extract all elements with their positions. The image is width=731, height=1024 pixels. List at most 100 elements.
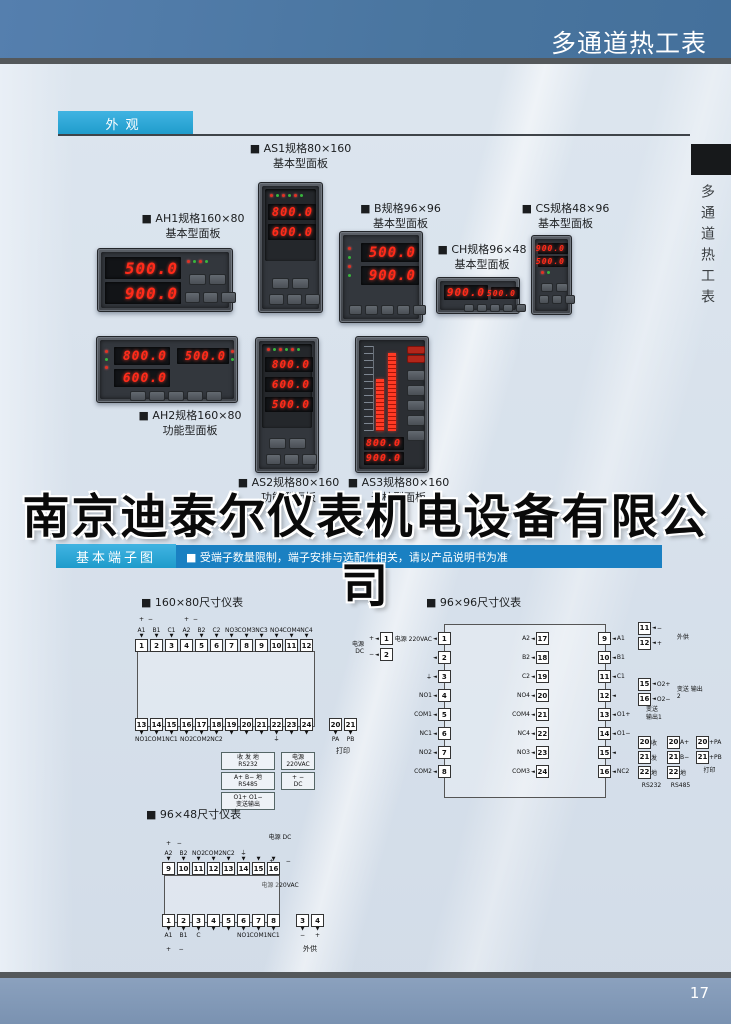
power-dc-group: 电源 DC + ◄ 1 − ◄ 2: [352, 632, 393, 664]
terminal-number: 24: [300, 718, 313, 731]
wire-arrow-icon: ▼: [271, 926, 276, 932]
led-dot: [231, 358, 234, 361]
transmit-annotation: O1+ O1− 变送输出: [221, 792, 275, 810]
wire-arrow-icon: ◄: [433, 673, 437, 680]
power-caption-dc: 电源 DC: [268, 834, 292, 841]
terminal-col-mid: A2 ◄ 17 B2 ◄ 18 C2 ◄ 19 NO4: [504, 632, 549, 784]
terminal: A2 ◄ 17: [504, 632, 549, 645]
terminal: 14 ▼ COM1: [148, 718, 165, 743]
wire-arrow-icon: ◄: [433, 654, 437, 661]
out2-group: 15 ◄ O2+ 16 ◄ O2− 变送 输出2: [638, 677, 703, 708]
led-dot: [187, 260, 190, 263]
terminal: 11 ◄ C1: [598, 670, 643, 683]
terminal: 电源 220VAC ◄ 1: [386, 632, 451, 645]
label-ah1: ■ AH1规格160×80 基本型面板: [103, 211, 283, 241]
wire-arrow-icon: ◄: [652, 625, 656, 631]
terminal-label: NC1: [165, 736, 178, 743]
button-row: [349, 305, 429, 315]
terminal-number: 11: [598, 670, 611, 683]
terminal-number: 21: [535, 708, 549, 721]
panel-button: [516, 304, 526, 312]
terminal-label: A1: [616, 635, 625, 642]
wire-arrow-icon: ◄: [531, 730, 535, 737]
terminal-label: C2: [212, 627, 221, 634]
terminal-number: 12: [300, 639, 313, 652]
terminal-label: NO4: [269, 627, 284, 634]
terminal: A2 ▼ 4: [180, 627, 193, 652]
diagram-160x80-title: ■ 160×80尺寸仪表: [141, 596, 244, 609]
terminal: COM1 ◄ 5: [386, 708, 451, 721]
terminal-number: 4: [311, 914, 324, 927]
lcd-as2-pv1: 800.0: [265, 357, 313, 372]
panel-button: [130, 391, 146, 401]
terminal: 2 ▼ B1: [177, 914, 190, 939]
side-vertical-title: 多通道热工表: [699, 184, 715, 310]
panel-button: [203, 292, 218, 303]
meter-cs: 900.0 500.0: [531, 235, 575, 315]
wire-arrow-icon: ◄: [612, 749, 616, 756]
supply-caption: 外供: [676, 633, 689, 641]
panel-button: [305, 294, 320, 305]
lcd-ah2-pv2: 500.0: [177, 348, 229, 364]
terminal: B1 ▼ 2: [150, 627, 163, 652]
wire-arrow-icon: ◄: [531, 749, 535, 756]
wire-arrow-icon: ◄: [375, 651, 379, 658]
terminal-number: 14: [598, 727, 611, 740]
button-row: [541, 283, 571, 292]
terminal-label: 地: [651, 769, 658, 777]
label-as3-line1: ■ AS3规格80×160: [347, 476, 450, 489]
terminal-label: 发: [651, 754, 658, 762]
terminal-number: 15: [598, 746, 611, 759]
terminal: 21 B−: [667, 750, 694, 764]
led-dot: [297, 348, 300, 351]
terminal: 5 ▼: [222, 914, 235, 939]
terminal: 20 ▼: [240, 718, 253, 743]
panel-button: [407, 400, 425, 411]
button-row: [464, 304, 529, 312]
terminal-label: COM2: [204, 850, 223, 857]
wire-arrow-icon: ▼: [184, 633, 189, 639]
terminal-number: 18: [210, 718, 223, 731]
wire-arrow-icon: ▼: [300, 926, 305, 932]
terminal: 14 ◄ O1−: [598, 727, 643, 740]
terminal-row-bottom: 1 ▼ A1 2 ▼ B1 3 ▼ C 4 ▼: [162, 914, 280, 939]
terminal-col-left: 电源 220VAC ◄ 1 ◄ 2 ⏚ ◄ 3 NO1: [386, 632, 451, 784]
terminal: 23 ▼: [285, 718, 298, 743]
terminal: NC2 ▼ 13: [222, 850, 235, 875]
panel-button: [284, 454, 299, 465]
alarm-indicators: [407, 346, 428, 354]
terminal-number: 3: [165, 639, 178, 652]
label-as2-line2: 功能型面板: [261, 491, 316, 504]
terminal-label: NO3: [516, 749, 530, 756]
terminal: 22 ▼ ⏚: [270, 718, 283, 743]
led-dot: [348, 265, 351, 268]
terminal-row-top: A1 ▼ 1 B1 ▼ 2 C1 ▼ 3 A2 ▼: [135, 627, 313, 652]
wire-arrow-icon: ◄: [612, 692, 616, 699]
terminal-number: 20: [667, 735, 680, 749]
comm-annotations: 收 发 地 RS232 A+ B− 地 RS485 O1+ O1− 变送输出: [221, 752, 275, 810]
button-row: [130, 391, 225, 401]
led-dot: [282, 194, 285, 197]
lcd-ah1-sv: 900.0: [105, 282, 181, 304]
terminal-number: 1: [135, 639, 148, 652]
terminal-number: 3: [296, 914, 309, 927]
wire-arrow-icon: ▼: [226, 926, 231, 932]
panel-button: [407, 415, 425, 426]
terminal: ⏚ ▼ 14: [237, 850, 250, 875]
terminal: 18 ▼ NC2: [210, 718, 223, 743]
terminal: B2 ▼ 10: [177, 850, 190, 875]
label-ch-line1: ■ CH规格96×48: [437, 243, 527, 256]
lcd-b-sv: 900.0: [361, 266, 419, 285]
terminal: 21 +PB: [696, 750, 723, 764]
section-appearance: 外观: [58, 111, 193, 135]
wire-arrow-icon: ▼: [154, 730, 159, 736]
led-strip: [187, 260, 211, 263]
supply-terminals: 11 ◄ − 12 ◄ +: [638, 621, 675, 652]
led-dot: [291, 348, 294, 351]
wire-arrow-icon: ▼: [289, 633, 294, 639]
terminal: 20 A+: [667, 735, 694, 749]
terminal: 24 ▼: [300, 718, 313, 743]
terminal: − ◄ 2: [366, 648, 393, 661]
led-dot: [270, 194, 273, 197]
